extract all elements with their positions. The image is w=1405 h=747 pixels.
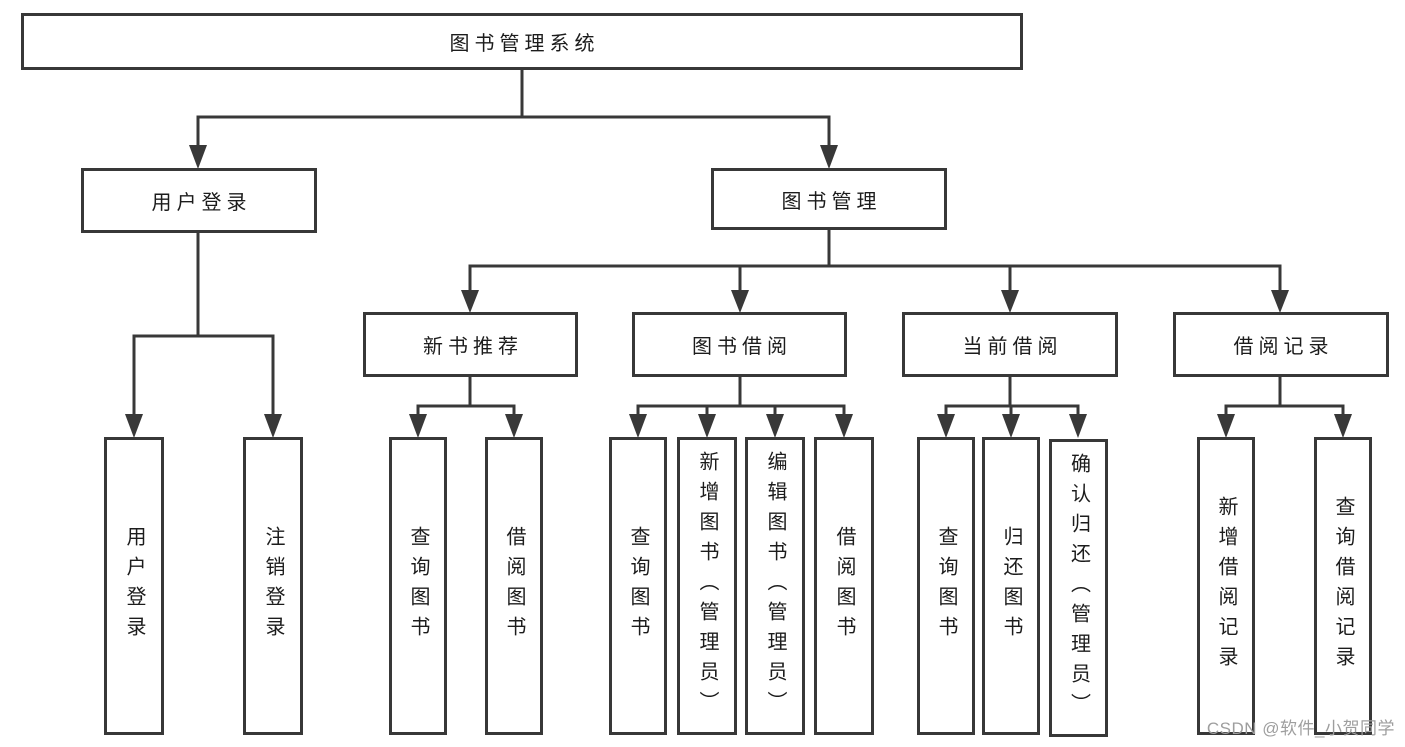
arrowhead-icon — [505, 414, 523, 438]
arrowhead-icon — [1334, 414, 1352, 438]
node-new-book-recommend: 新书推荐 — [363, 312, 578, 377]
leaf-return-books: 归还图书 — [982, 437, 1040, 735]
arrowhead-icon — [820, 145, 838, 169]
arrowhead-icon — [766, 414, 784, 438]
arrowhead-icon — [1217, 414, 1235, 438]
node-borrow-records: 借阅记录 — [1173, 312, 1389, 377]
leaf-query-books-recommend: 查询图书 — [389, 437, 447, 735]
leaf-borrow-books-recommend: 借阅图书 — [485, 437, 543, 735]
node-book-management: 图书管理 — [711, 168, 947, 230]
arrowhead-icon — [731, 290, 749, 313]
leaf-borrow-books: 借阅图书 — [814, 437, 874, 735]
leaf-label: 确认归还（管理员） — [1067, 453, 1090, 723]
leaf-query-borrow-record: 查询借阅记录 — [1314, 437, 1372, 735]
node-root-system: 图书管理系统 — [21, 13, 1023, 70]
root-to-level2-connector — [189, 68, 838, 169]
node-current-borrow: 当前借阅 — [902, 312, 1118, 377]
user-login-children-connector — [125, 230, 282, 438]
leaf-label: 编辑图书（管理员） — [764, 451, 786, 721]
book-management-children-connector — [461, 228, 1289, 313]
leaf-label: 新增图书（管理员） — [696, 451, 718, 721]
arrowhead-icon — [937, 414, 955, 438]
node-book-borrow: 图书借阅 — [632, 312, 847, 377]
leaf-user-login: 用户登录 — [104, 437, 164, 735]
current-borrow-children-connector — [937, 375, 1087, 438]
arrowhead-icon — [1069, 414, 1087, 438]
arrowhead-icon — [125, 414, 143, 438]
node-user-login: 用户登录 — [81, 168, 317, 233]
arrowhead-icon — [1002, 414, 1020, 438]
leaf-label: 查询图书 — [627, 526, 649, 646]
leaf-label: 借阅图书 — [833, 526, 855, 646]
arrowhead-icon — [835, 414, 853, 438]
leaf-label: 注销登录 — [262, 526, 284, 646]
arrowhead-icon — [461, 290, 479, 313]
arrowhead-icon — [189, 145, 207, 169]
arrowhead-icon — [264, 414, 282, 438]
leaf-logout-login: 注销登录 — [243, 437, 303, 735]
leaf-label: 归还图书 — [1000, 526, 1022, 646]
leaf-confirm-return-admin: 确认归还（管理员） — [1049, 439, 1108, 737]
leaf-label: 查询借阅记录 — [1332, 496, 1354, 676]
arrowhead-icon — [409, 414, 427, 438]
leaf-query-books-current: 查询图书 — [917, 437, 975, 735]
arrowhead-icon — [1001, 290, 1019, 313]
book-borrow-children-connector — [629, 375, 853, 438]
leaf-label: 查询图书 — [935, 526, 957, 646]
borrow-records-children-connector — [1217, 375, 1352, 438]
leaf-query-books-borrow: 查询图书 — [609, 437, 667, 735]
leaf-label: 借阅图书 — [503, 526, 525, 646]
arrowhead-icon — [698, 414, 716, 438]
leaf-add-books-admin: 新增图书（管理员） — [677, 437, 737, 735]
leaf-label: 查询图书 — [407, 526, 429, 646]
new-book-recommend-children-connector — [409, 375, 523, 438]
leaf-label: 用户登录 — [123, 526, 145, 646]
arrowhead-icon — [1271, 290, 1289, 313]
csdn-watermark: CSDN @软件_小贺同学 — [1206, 719, 1395, 738]
leaf-label: 新增借阅记录 — [1215, 496, 1237, 676]
arrowhead-icon — [629, 414, 647, 438]
leaf-edit-books-admin: 编辑图书（管理员） — [745, 437, 805, 735]
leaf-add-borrow-record: 新增借阅记录 — [1197, 437, 1255, 735]
